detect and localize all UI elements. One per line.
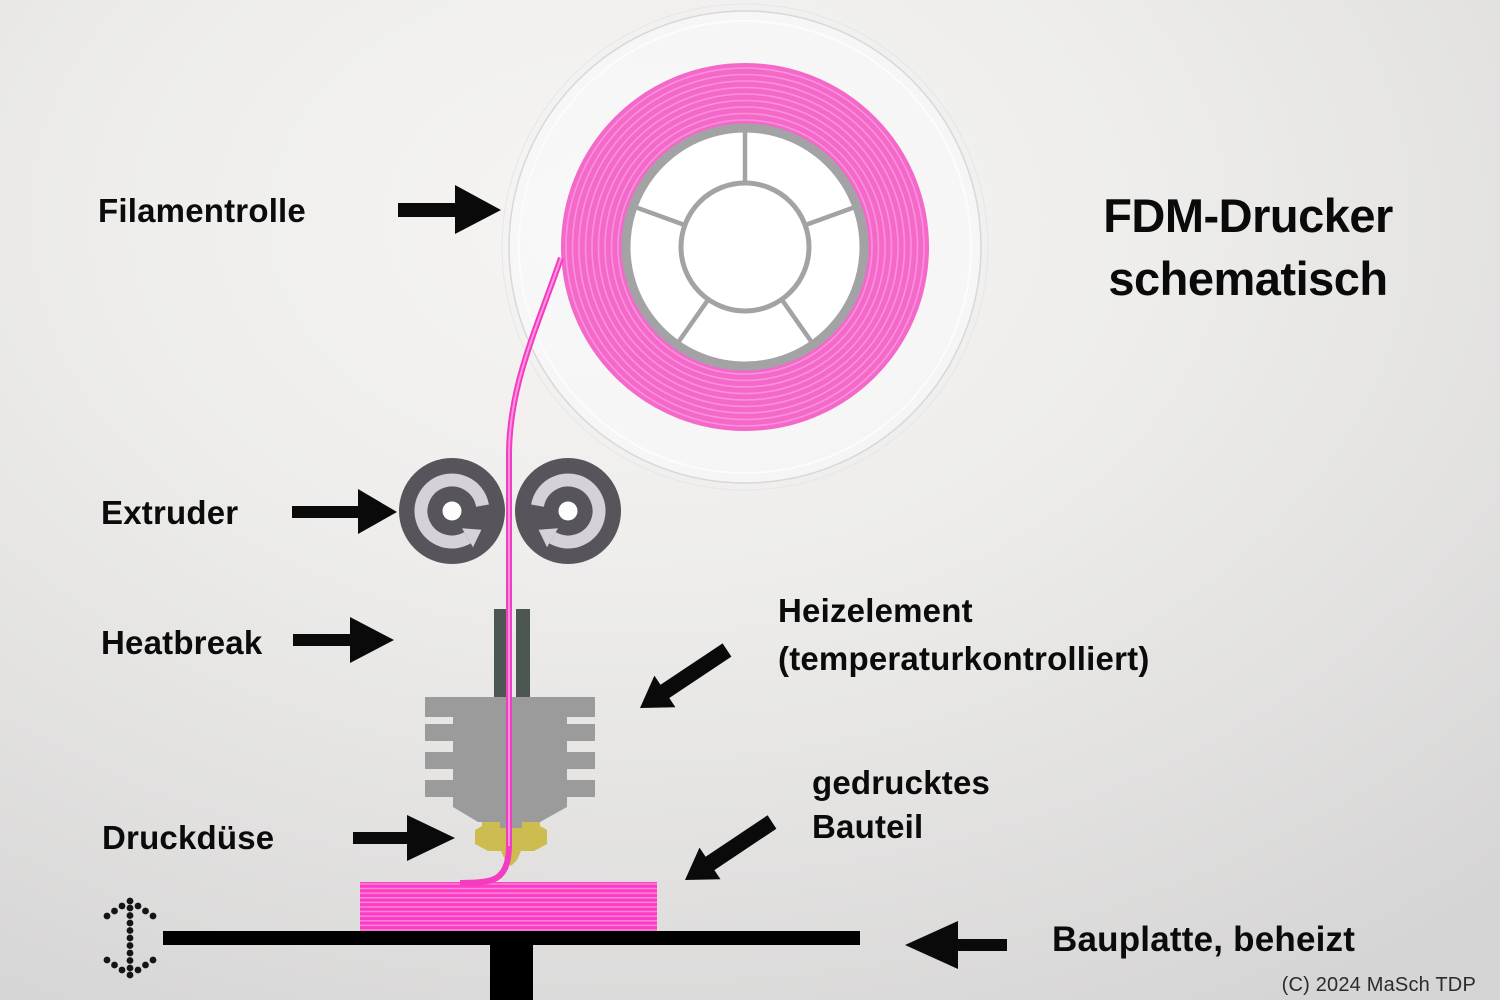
label-gedrucktes-line-1: gedrucktes [812,764,991,801]
label-gedrucktes-bauteil: gedrucktes Bauteil [812,761,990,849]
extruder-wheels-icon [399,458,621,564]
heizelement-arrow [640,643,732,708]
title-line-1: FDM-Drucker [1103,189,1393,242]
page-title: FDM-Drucker schematisch [1022,184,1474,310]
title-line-2: schematisch [1108,252,1388,305]
filamentrolle-arrow [398,185,501,234]
label-filamentrolle: Filamentrolle [98,192,306,229]
label-heizelement: Heizelement (temperaturkontrolliert) [778,587,1150,683]
z-axis-arrow-icon [103,897,157,979]
extruder-arrow [292,489,397,534]
printed-part-icon [360,882,657,931]
druckduese-arrow [353,815,455,861]
filament-strand [459,257,564,886]
label-heatbreak: Heatbreak [101,624,263,661]
label-druckduese: Druckdüse [102,819,275,856]
bauplatte-arrow [905,921,1007,969]
gedrucktes-bauteil-arrow [685,815,777,880]
heatbreak-arrow [293,617,394,663]
copyright-text: (C) 2024 MaSch TDP [1281,974,1476,996]
label-gedrucktes-line-2: Bauteil [812,808,924,845]
heatbreak-icon [494,609,530,699]
label-bauplatte: Bauplatte, beheizt [1052,920,1356,959]
build-plate-icon [163,931,860,1000]
label-heizelement-line-2: (temperaturkontrolliert) [778,640,1150,677]
filament-spool-icon [501,3,989,491]
spool-spokes [629,124,861,348]
label-extruder: Extruder [101,494,239,531]
label-heizelement-line-1: Heizelement [778,592,973,629]
